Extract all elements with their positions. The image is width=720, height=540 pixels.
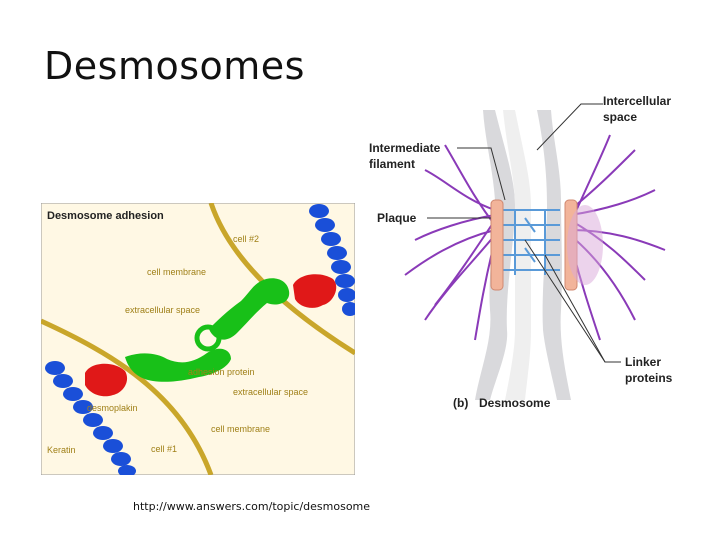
label-intercellular-1: Intercellular: [603, 94, 671, 108]
desmoplakin-bottom: [85, 363, 128, 397]
label-cell-membrane-bottom: cell membrane: [211, 424, 270, 434]
label-adhesion-protein: adhesion protein: [188, 367, 255, 377]
caption-letter: (b): [453, 396, 468, 410]
label-plaque: Plaque: [377, 211, 417, 225]
label-desmoplakin: desmoplakin: [87, 403, 138, 413]
label-linker-2: proteins: [625, 371, 673, 385]
filament-cloud-right: [567, 205, 603, 285]
desmosome-structure-figure: Intercellular space Intermediate filamen…: [369, 94, 673, 410]
label-keratin: Keratin: [47, 445, 76, 455]
label-extracellular-bottom: extracellular space: [233, 387, 308, 397]
adhesion-protein-center: [194, 324, 222, 352]
desmoplakin-top: [293, 274, 337, 308]
adhesion-protein-bottom: [125, 348, 231, 382]
label-linker-1: Linker: [625, 355, 661, 369]
caption-text: Desmosome: [479, 396, 551, 410]
figure-title: Desmosome adhesion: [47, 210, 164, 222]
label-intermediate-1: Intermediate: [369, 141, 441, 155]
plaque-left: [490, 199, 504, 291]
label-cell-1: cell #1: [151, 444, 177, 454]
desmosome-adhesion-figure: Desmosome adhesion cell #2 cell membrane…: [41, 203, 355, 475]
keratin-filament-top: [309, 204, 355, 316]
leader-lines: [427, 103, 621, 363]
label-cell-membrane-top: cell membrane: [147, 267, 206, 277]
label-intercellular-2: space: [603, 110, 637, 124]
label-intermediate-2: filament: [369, 157, 415, 171]
linker-proteins: [500, 209, 560, 275]
adhesion-protein-top: [209, 278, 290, 340]
intermediate-filaments: [404, 134, 666, 341]
label-extracellular-top: extracellular space: [125, 305, 200, 315]
label-cell-2: cell #2: [233, 234, 259, 244]
keratin-filament-bottom: [45, 361, 136, 475]
cell-membrane-bottom-line: [41, 318, 214, 475]
slide-title: Desmosomes: [44, 44, 305, 88]
source-url: http://www.answers.com/topic/desmosome: [133, 500, 371, 513]
